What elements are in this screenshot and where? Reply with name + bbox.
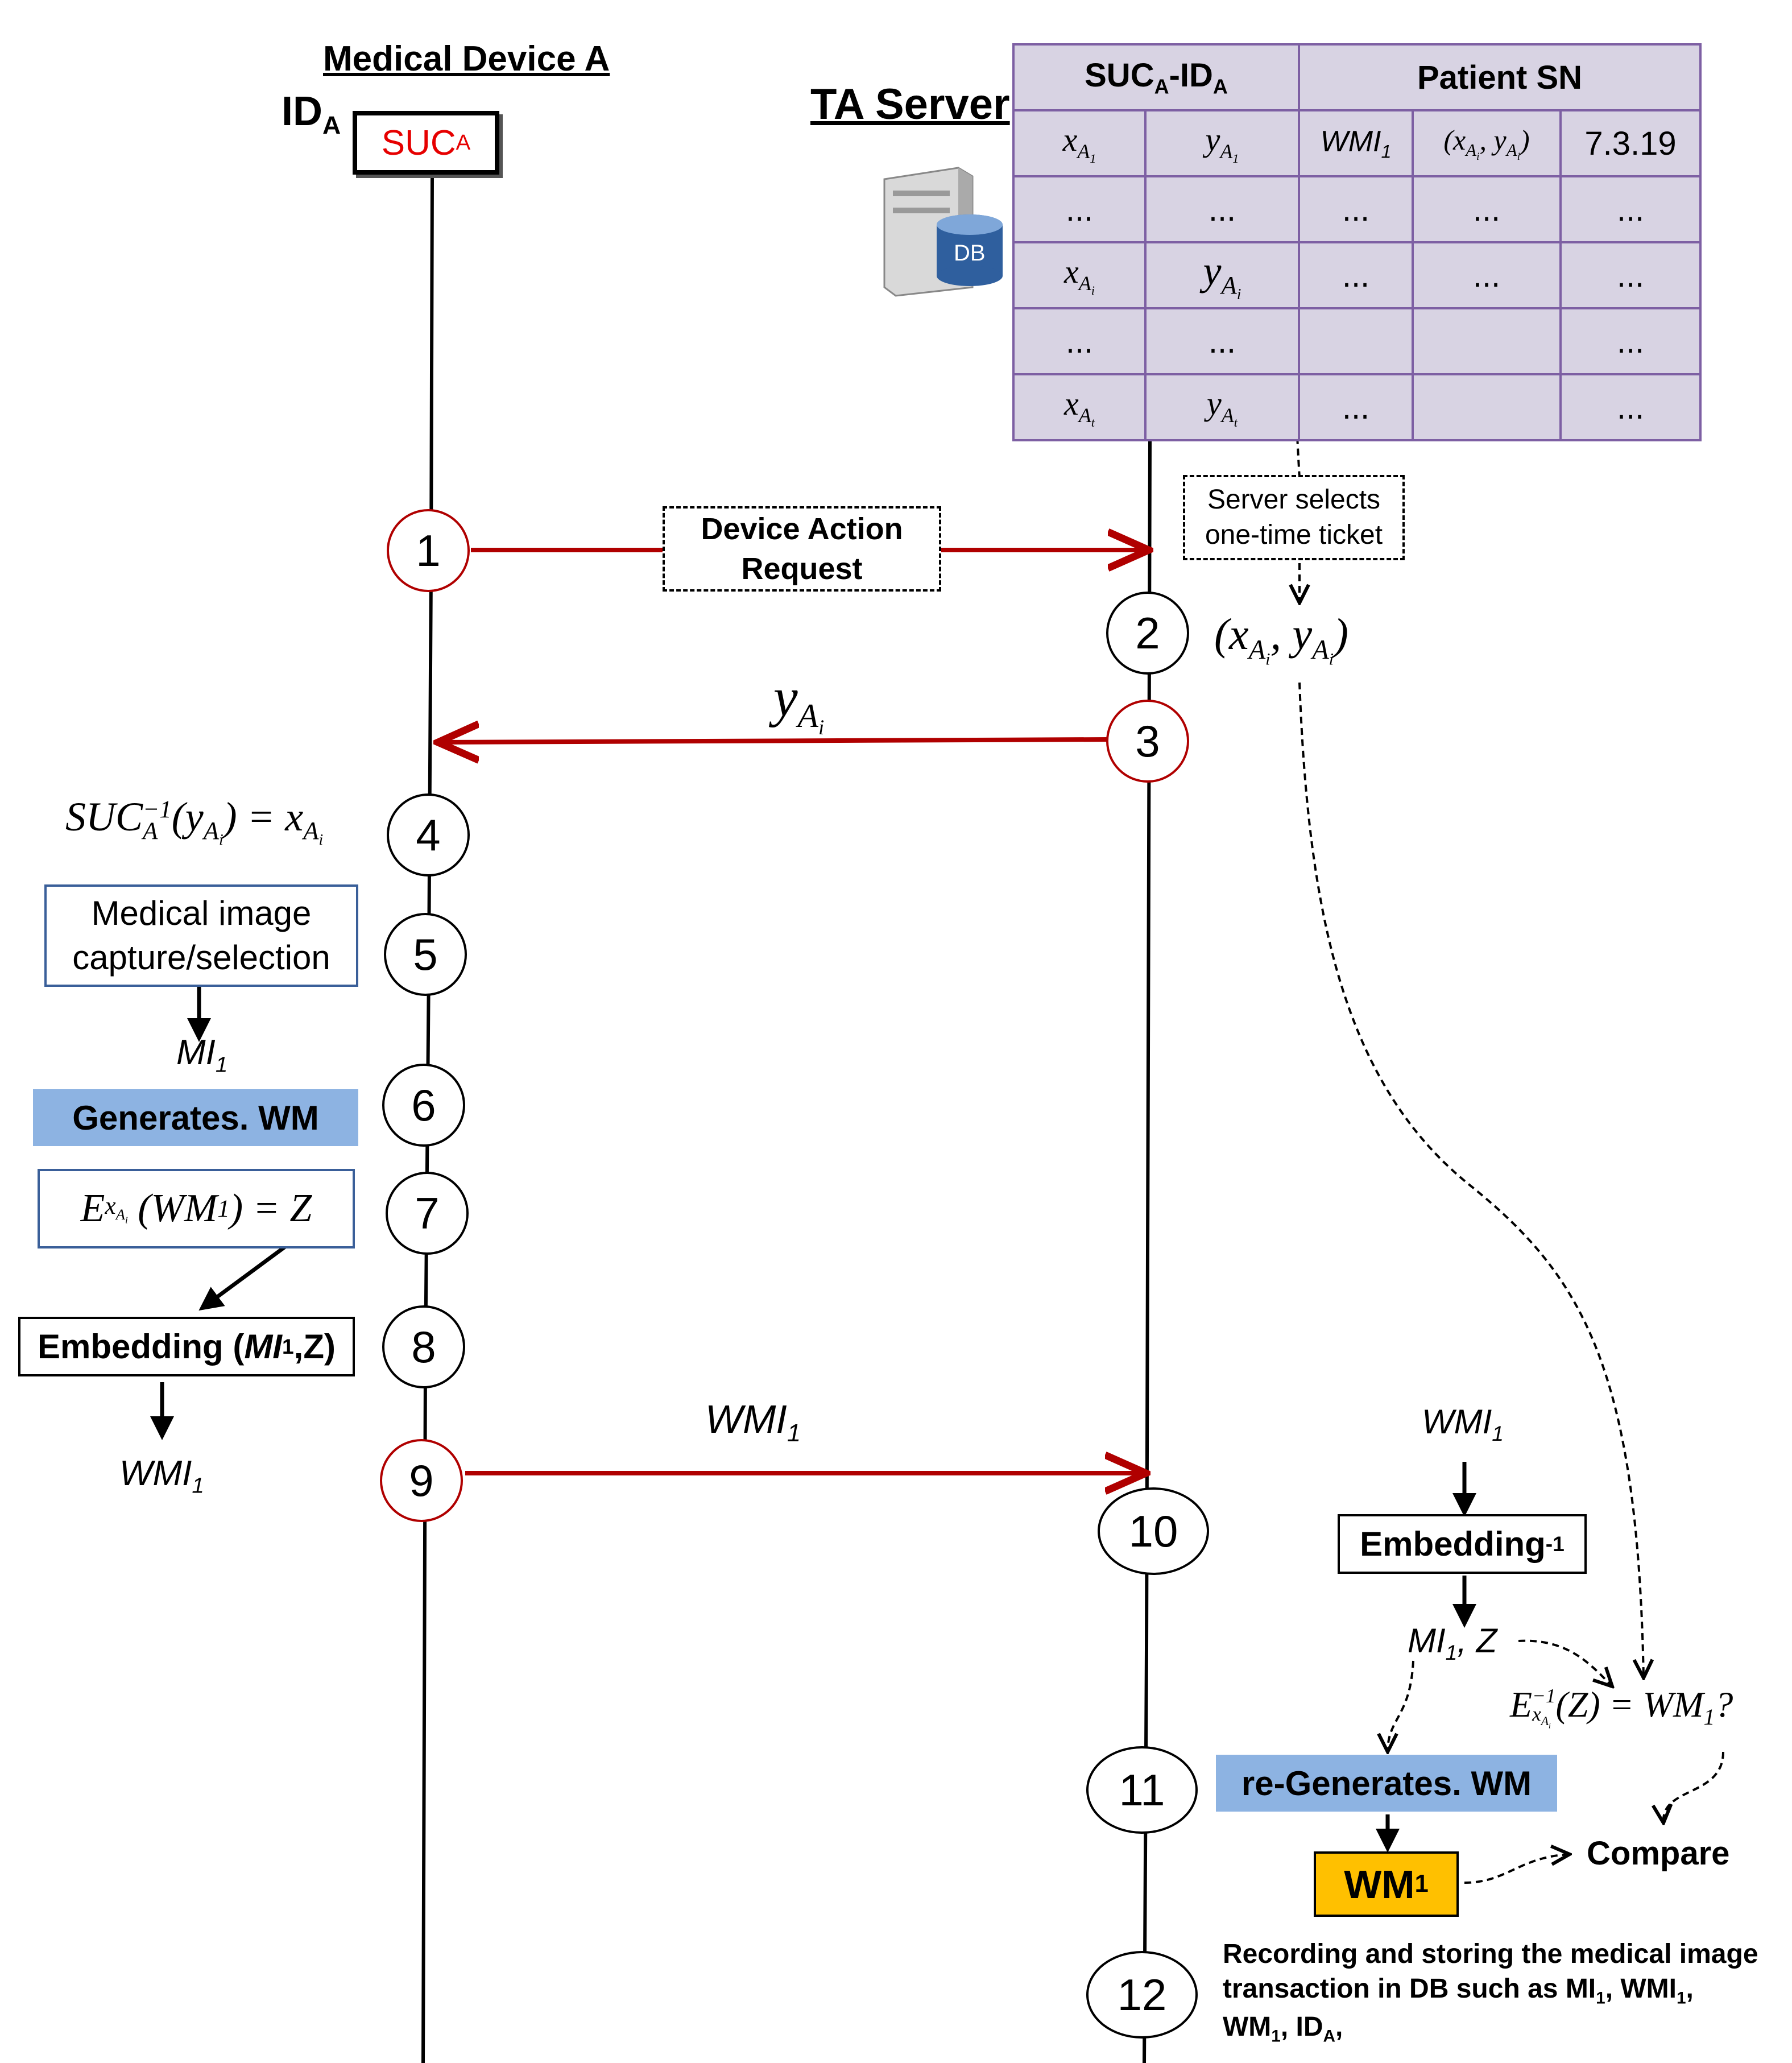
cell-ellipsis: ... bbox=[1144, 307, 1300, 375]
table-header-suc-id: SUCA-IDA bbox=[1012, 43, 1300, 111]
cell-ellipsis: ... bbox=[1412, 241, 1562, 309]
cell-ellipsis: ... bbox=[1144, 175, 1300, 243]
server-title: TA Server bbox=[810, 80, 1010, 129]
dashed-mi1z-to-regenerates bbox=[1388, 1660, 1414, 1752]
cell-ellipsis: ... bbox=[1559, 373, 1702, 441]
capture-selection-box: Medical image capture/selection bbox=[44, 884, 358, 987]
table-row: xA1 yA1 WMI1 (xAi, yAi) 7.3.19 bbox=[1012, 109, 1702, 177]
cell-ellipsis: ... bbox=[1559, 175, 1702, 243]
step-10: 10 bbox=[1098, 1487, 1209, 1575]
cell-x-a1: xA1 bbox=[1012, 109, 1147, 177]
database-server-icon: DB bbox=[873, 156, 1004, 299]
dashed-decrypt-to-compare bbox=[1663, 1751, 1724, 1823]
cell-date: 7.3.19 bbox=[1559, 109, 1702, 177]
regenerates-wm-box: re-Generates. WM bbox=[1216, 1755, 1557, 1812]
arrow-y-msg bbox=[438, 739, 1110, 742]
recording-line-3: WM1, IDA, bbox=[1223, 2012, 1343, 2046]
step-12: 12 bbox=[1086, 1951, 1198, 2039]
step-9: 9 bbox=[380, 1439, 463, 1522]
step-11: 11 bbox=[1086, 1746, 1198, 1834]
table-header-patient-sn: Patient SN bbox=[1298, 43, 1702, 111]
step-5: 5 bbox=[384, 913, 467, 996]
cell-ellipsis: ... bbox=[1298, 373, 1414, 441]
embedding-inverse-box: Embedding-1 bbox=[1338, 1514, 1587, 1574]
wmi-in-label: WMI1 bbox=[1422, 1403, 1504, 1445]
step-6: 6 bbox=[382, 1064, 465, 1147]
mi1-label: MI1 bbox=[176, 1033, 228, 1077]
device-action-request-label: Device Action Request bbox=[663, 506, 941, 592]
device-title: Medical Device A bbox=[323, 39, 610, 78]
compare-label: Compare bbox=[1587, 1835, 1730, 1872]
table-row: xAt yAt ... ... bbox=[1012, 373, 1702, 441]
generates-wm-box: Generates. WM bbox=[33, 1089, 358, 1146]
db-label: DB bbox=[954, 241, 986, 266]
cell-y-a1: yA1 bbox=[1144, 109, 1300, 177]
cell-x-at: xAt bbox=[1012, 373, 1147, 441]
recording-line-2: transaction in DB such as MI1, WMI1, bbox=[1223, 1974, 1694, 2008]
cell-wmi1: WMI1 bbox=[1298, 109, 1414, 177]
table-row: xAi yAi ... ... ... bbox=[1012, 241, 1702, 309]
dashed-mi1z-to-decrypt bbox=[1518, 1639, 1612, 1686]
cell-empty bbox=[1412, 307, 1562, 375]
cell-empty bbox=[1298, 307, 1414, 375]
cell-ellipsis: ... bbox=[1298, 241, 1414, 309]
step-3: 3 bbox=[1106, 700, 1189, 783]
cell-ellipsis: ... bbox=[1412, 175, 1562, 243]
step-8: 8 bbox=[382, 1305, 465, 1388]
y-message-label: yAi bbox=[773, 667, 825, 739]
ticket-pair-label: (xAi, yAi) bbox=[1214, 609, 1348, 669]
cell-ellipsis: ... bbox=[1559, 307, 1702, 375]
cell-y-ai: yAi bbox=[1144, 241, 1300, 309]
cell-ellipsis: ... bbox=[1012, 307, 1147, 375]
wmi1-device-label: WMI1 bbox=[119, 1454, 204, 1498]
ticket-table: SUCA-IDA Patient SN xA1 yA1 WMI1 (xAi, y… bbox=[1012, 43, 1702, 441]
table-row: ... ... ... ... ... bbox=[1012, 175, 1702, 243]
cell-x-ai: xAi bbox=[1012, 241, 1147, 309]
cell-empty bbox=[1412, 373, 1562, 441]
wmi-message-label: WMI1 bbox=[705, 1397, 801, 1447]
cell-y-at: yAt bbox=[1144, 373, 1300, 441]
server-selects-ticket-label: Server selects one-time ticket bbox=[1183, 475, 1405, 560]
recording-line-1: Recording and storing the medical image bbox=[1223, 1939, 1758, 1969]
table-row: ... ... ... bbox=[1012, 307, 1702, 375]
step-4: 4 bbox=[387, 793, 470, 877]
step-1: 1 bbox=[387, 509, 470, 592]
mi1-z-label: MI1, Z bbox=[1408, 1622, 1497, 1664]
cell-ellipsis: ... bbox=[1012, 175, 1147, 243]
dashed-wm1-to-compare bbox=[1464, 1854, 1570, 1884]
cell-pair: (xAi, yAi) bbox=[1412, 109, 1562, 177]
cell-ellipsis: ... bbox=[1298, 175, 1414, 243]
cell-ellipsis: ... bbox=[1559, 241, 1702, 309]
step-7: 7 bbox=[386, 1172, 469, 1255]
device-id-label: IDA bbox=[282, 89, 341, 140]
step-2: 2 bbox=[1106, 592, 1189, 675]
recording-note: Recording and storing the medical image … bbox=[1223, 1937, 1758, 2048]
